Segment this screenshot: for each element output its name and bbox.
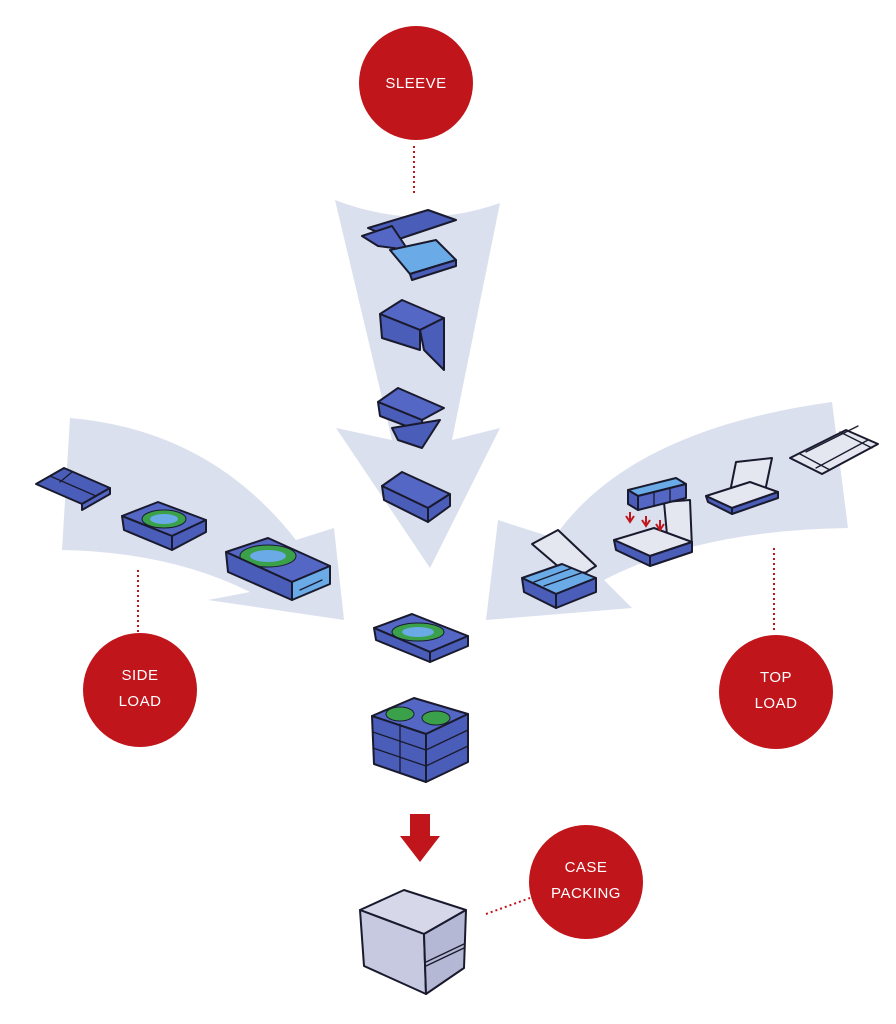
top-load-closing-icon (521, 529, 597, 609)
shipping-case-icon (359, 889, 467, 995)
sleeve-text: SLEEVE (385, 75, 446, 92)
side-load-label: SIDE LOAD (83, 633, 197, 747)
closed-sleeve-icon (381, 471, 451, 523)
down-arrow-icon (400, 814, 440, 862)
top-load-label: TOP LOAD (719, 635, 833, 749)
finished-pack-icon (373, 613, 469, 663)
sleeve-circle (359, 26, 473, 140)
case-packing-label: CASE PACKING (529, 825, 643, 939)
flat-tray-blank-icon (789, 425, 879, 475)
top-load-filling-icon (613, 477, 693, 567)
flat-carton-blank-icon (35, 467, 111, 511)
side-load-text-line1: SIDE (121, 667, 158, 684)
top-load-text-line1: TOP (760, 669, 792, 686)
case-packing-connector (485, 897, 531, 915)
stacked-packs-icon (371, 697, 469, 783)
flat-sleeve-blank-icon (361, 209, 457, 281)
side-load-filling-icon (121, 501, 207, 551)
sleeve-closing-icon (377, 387, 445, 449)
sleeve-label: SLEEVE (359, 26, 473, 140)
side-load-closing-icon (225, 537, 331, 601)
case-packing-text-line1: CASE (565, 859, 608, 876)
side-load-circle (83, 633, 197, 747)
case-packing-circle (529, 825, 643, 939)
open-tray-icon (705, 457, 779, 515)
top-load-circle (719, 635, 833, 749)
sleeve-folding-icon (379, 299, 445, 371)
top-load-text-line2: LOAD (755, 695, 798, 712)
side-load-text-line2: LOAD (119, 693, 162, 710)
case-packing-text-line2: PACKING (551, 885, 621, 902)
sleeve-flow-arrow (335, 200, 500, 568)
